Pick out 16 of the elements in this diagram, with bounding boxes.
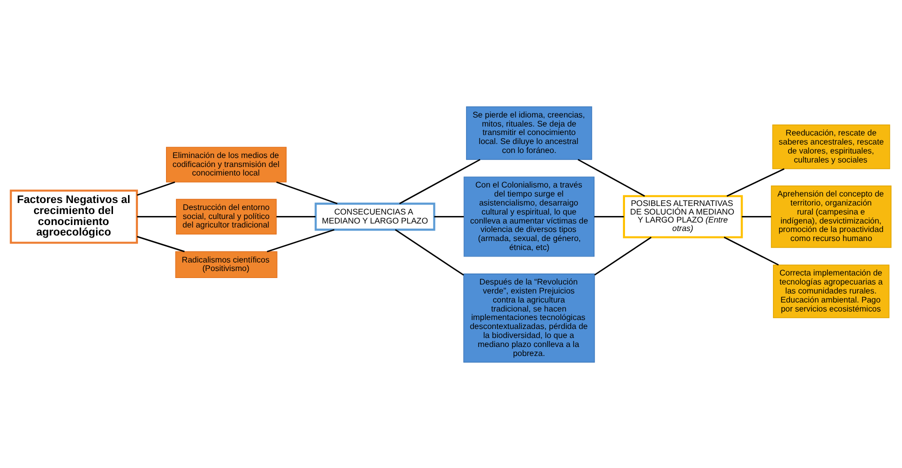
connector: [136, 235, 185, 252]
connector: [434, 216, 464, 217]
connector: [594, 216, 624, 217]
connector: [594, 236, 652, 275]
connector: [136, 180, 176, 196]
connector: [276, 216, 316, 217]
connector: [578, 158, 645, 196]
connector: [399, 158, 480, 204]
node-box: Factores Negativos al crecimiento del conocimiento agroecológico: [10, 189, 138, 244]
connector: [276, 180, 338, 204]
connector: [266, 228, 334, 252]
connector: [394, 228, 464, 276]
connector: [724, 236, 779, 266]
connector: [742, 216, 772, 217]
connector: [726, 168, 784, 196]
connector: [137, 216, 176, 217]
